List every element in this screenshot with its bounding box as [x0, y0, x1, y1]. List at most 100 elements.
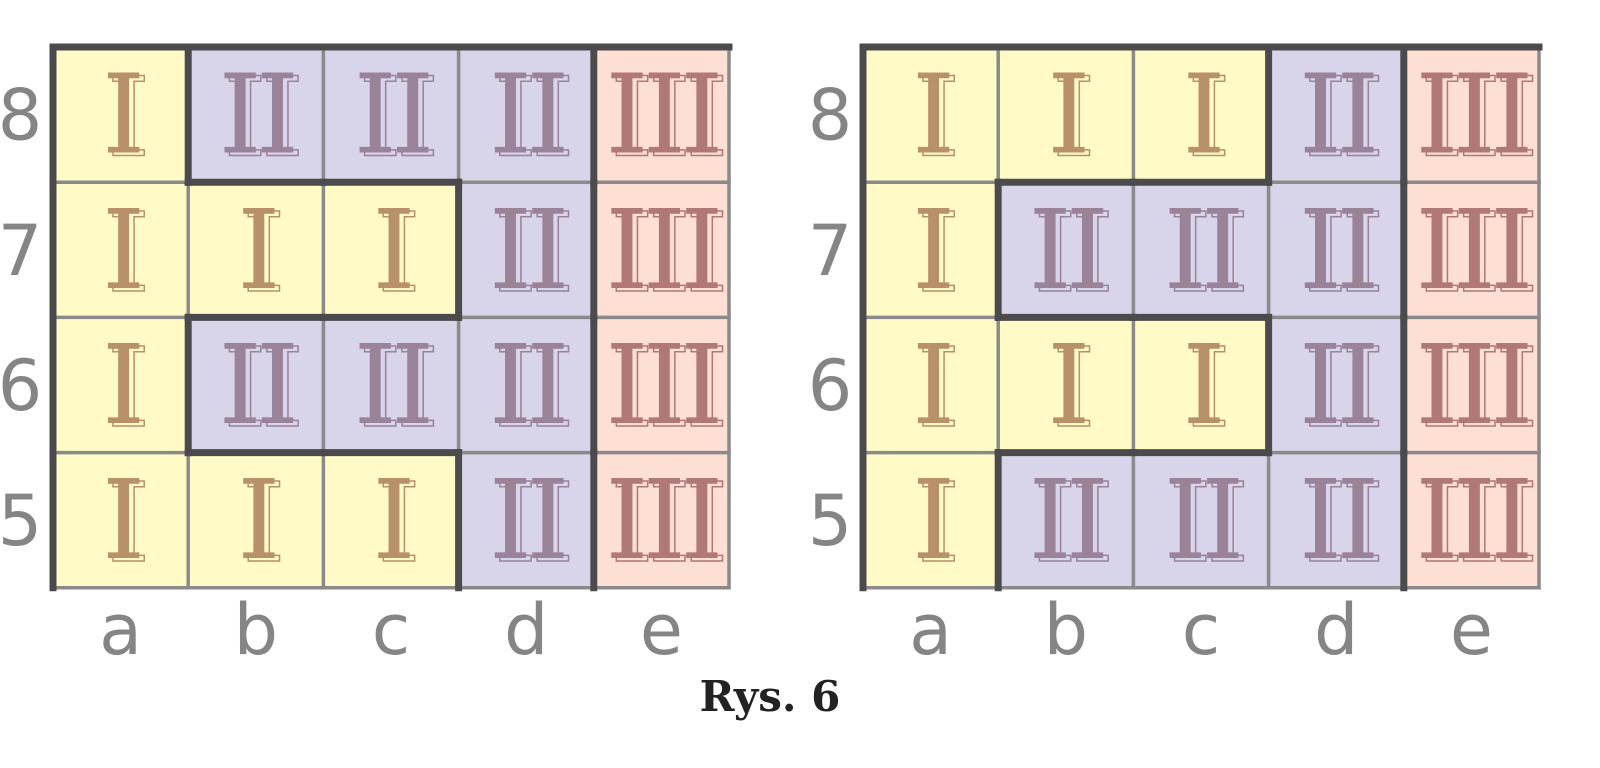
numeral-I: I: [1047, 51, 1085, 179]
row-label-6: 6: [808, 345, 853, 427]
numeral-II: II: [489, 456, 564, 584]
cell-fill: [1268, 47, 1404, 183]
cell-b7: II: [188, 182, 324, 318]
numeral-II: II: [354, 51, 429, 179]
cell-b5: II: [188, 452, 324, 588]
cell-fill: [863, 317, 999, 453]
numeral-shadow: I: [107, 324, 145, 452]
numeral-shadow: III: [610, 189, 723, 317]
row-label-5: 5: [808, 480, 853, 562]
numeral-shadow: II: [494, 459, 569, 587]
row-label-7: 7: [808, 210, 853, 292]
cell-fill: [1133, 452, 1269, 588]
col-label-c: c: [1182, 589, 1221, 671]
numeral-III: III: [605, 456, 718, 584]
numeral-II: II: [218, 321, 293, 449]
cell-fill: [53, 182, 189, 318]
numeral-III: III: [605, 186, 718, 314]
cell-fill: [1133, 182, 1269, 318]
numeral-II: II: [489, 186, 564, 314]
cell-fill: [458, 182, 594, 318]
cell-fill: [458, 47, 594, 183]
numeral-shadow: III: [1420, 189, 1533, 317]
cell-c6: II: [1133, 317, 1269, 453]
cell-c8: II: [1133, 47, 1269, 183]
numeral-shadow: I: [917, 54, 955, 182]
cell-a7: II: [53, 182, 189, 318]
numeral-shadow: II: [1304, 54, 1379, 182]
numeral-shadow: I: [917, 459, 955, 587]
numeral-shadow: I: [1187, 54, 1225, 182]
row-label-5: 5: [0, 480, 42, 562]
figure-caption: Rys. 6: [699, 672, 841, 721]
numeral-shadow: II: [359, 54, 434, 182]
numeral-shadow: I: [377, 189, 415, 317]
numeral-shadow: III: [610, 54, 723, 182]
numeral-shadow: I: [107, 189, 145, 317]
cell-fill: [188, 452, 324, 588]
numeral-I: I: [237, 456, 275, 584]
cell-fill: [998, 47, 1134, 183]
cell-a8: II: [53, 47, 189, 182]
cell-fill: [1268, 452, 1404, 588]
numeral-shadow: III: [1420, 54, 1533, 182]
numeral-I: I: [102, 321, 140, 449]
cell-fill: [1403, 452, 1539, 588]
numeral-I: I: [102, 456, 140, 584]
numeral-II: II: [1299, 186, 1374, 314]
cell-fill: [1403, 317, 1539, 453]
col-label-e: e: [640, 589, 683, 671]
numeral-shadow: II: [1169, 189, 1244, 317]
numeral-shadow: III: [1420, 459, 1533, 587]
numeral-shadow: II: [1304, 189, 1379, 317]
cell-fill: [323, 47, 459, 183]
cell-fill: [998, 182, 1134, 318]
cell-fill: [1133, 47, 1269, 183]
col-label-a: a: [99, 589, 142, 671]
numeral-shadow: II: [494, 54, 569, 182]
numeral-II: II: [1299, 456, 1374, 584]
cell-fill: [1133, 317, 1269, 453]
numeral-shadow: II: [1033, 459, 1108, 587]
numeral-shadow: I: [107, 54, 145, 182]
numeral-shadow: II: [1033, 189, 1108, 317]
numeral-I: I: [1182, 51, 1220, 179]
cell-fill: [593, 47, 729, 183]
numeral-shadow: I: [242, 459, 280, 587]
cell-fill: [323, 182, 459, 318]
cell-fill: [188, 317, 324, 453]
cell-fill: [863, 47, 999, 183]
numeral-I: I: [372, 456, 410, 584]
numeral-shadow: I: [377, 459, 415, 587]
numeral-I: I: [912, 456, 950, 584]
cell-c5: II: [323, 452, 459, 588]
cell-fill: [998, 452, 1134, 588]
numeral-shadow: II: [494, 324, 569, 452]
numeral-II: II: [489, 51, 564, 179]
cell-fill: [188, 47, 324, 183]
cell-fill: [323, 452, 459, 588]
numeral-III: III: [605, 321, 718, 449]
numeral-shadow: III: [610, 459, 723, 587]
numeral-shadow: I: [1052, 54, 1090, 182]
row-label-7: 7: [0, 210, 42, 292]
numeral-II: II: [1164, 456, 1239, 584]
numeral-shadow: II: [1169, 459, 1244, 587]
